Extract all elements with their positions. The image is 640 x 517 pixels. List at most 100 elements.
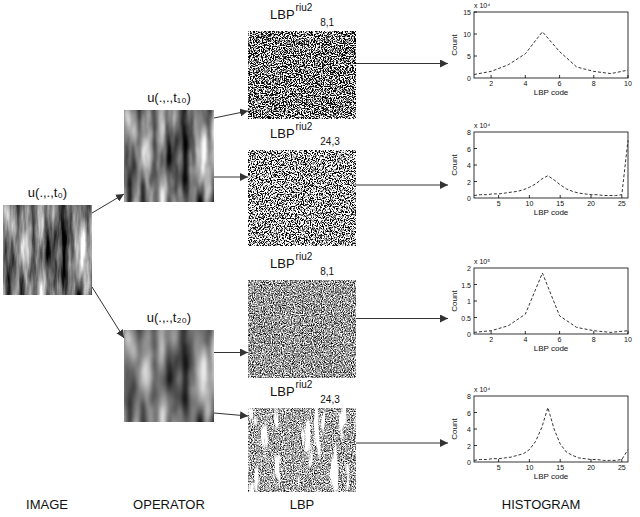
y-tick-label: 6	[467, 409, 471, 416]
y-tick-label: 2	[467, 178, 471, 185]
y-tick-label: 4	[467, 426, 471, 433]
histogram-panel: x 10⁴CountLBP code051015246810	[448, 2, 634, 102]
lbp-panel: LBPriu224,3	[248, 150, 356, 246]
column-label: IMAGE	[26, 498, 68, 511]
y-tick-label: 8	[467, 129, 471, 136]
x-tick-label: 10	[624, 336, 632, 343]
x-tick-label: 2	[489, 80, 493, 87]
axis-exponent: x 10⁴	[474, 122, 490, 129]
y-tick-label: 15	[463, 9, 471, 16]
image-panel: u(.,.,t₀)	[3, 205, 92, 295]
image-heading: u(.,.,t₀)	[28, 186, 67, 199]
column-label: HISTOGRAM	[502, 498, 581, 511]
axis-title: Count	[451, 290, 459, 311]
histogram-panel: x 10⁴ CountLBP code 0 2 4 6 8 5 10 15 20 25	[448, 122, 634, 222]
image-heading: u(.,.,t₂₀)	[147, 311, 191, 324]
axis-title: LBP code	[534, 89, 569, 97]
x-tick-label: 6	[558, 336, 562, 343]
column-label: OPERATOR	[133, 498, 205, 511]
x-tick-label: 5	[497, 464, 501, 471]
x-tick-label: 15	[556, 464, 564, 471]
operator-superscript: riu2	[296, 252, 313, 262]
operator-name: LBP	[270, 385, 295, 398]
x-tick-label: 25	[618, 464, 626, 471]
x-tick-label: 4	[523, 336, 527, 343]
y-tick-label: 2	[467, 442, 471, 449]
x-tick-label: 20	[587, 200, 595, 207]
axis-ticks	[474, 12, 628, 78]
lbp-panel: LBPriu28,1	[248, 31, 356, 119]
y-tick-label: 1	[467, 298, 471, 305]
lbp-map	[248, 280, 356, 378]
y-tick-label: 0	[467, 459, 471, 466]
axis-exponent: x 10⁴	[474, 386, 490, 393]
x-tick-label: 10	[624, 80, 632, 87]
flow-arrow	[214, 111, 248, 118]
x-tick-label: 4	[523, 80, 527, 87]
y-tick-label: 10	[463, 31, 471, 38]
operator-subscript: 8,1	[320, 18, 334, 28]
x-tick-label: 25	[618, 200, 626, 207]
y-tick-label: 2	[467, 265, 471, 272]
histogram-panel: x 10⁴CountLBP code02468510152025	[448, 386, 634, 486]
y-tick-label: 4	[467, 162, 471, 169]
lbp-map	[248, 408, 356, 492]
y-tick-label: 0	[467, 75, 471, 82]
y-tick-label: 6	[467, 145, 471, 152]
flow-arrow	[92, 194, 124, 213]
bark-smoothed	[124, 110, 214, 202]
flow-arrow	[356, 443, 448, 444]
axis-ticks	[474, 285, 628, 335]
operator-superscript: riu2	[296, 122, 313, 132]
y-tick-label: 0	[467, 331, 471, 338]
image-panel: u(.,.,t₂₀)	[124, 330, 214, 422]
operator-subscript: 24,3	[320, 137, 339, 147]
axis-title: LBP code	[534, 473, 569, 481]
histogram-frame	[474, 12, 628, 78]
x-tick-label: 10	[526, 464, 534, 471]
image-panel: u(.,.,t₁₀)	[124, 110, 214, 202]
flow-arrow	[356, 318, 448, 319]
axis-title: LBP code	[534, 345, 569, 353]
axis-ticks	[474, 149, 622, 199]
histogram-panel: x 10⁵CountLBP code00.511.52246810	[448, 258, 634, 358]
y-tick-label: 5	[467, 53, 471, 60]
x-tick-label: 5	[497, 200, 501, 207]
y-tick-label: 0	[467, 195, 471, 202]
image-heading: u(.,.,t₁₀)	[147, 91, 191, 104]
axis-exponent: x 10⁴	[474, 2, 490, 9]
x-tick-label: 2	[489, 336, 493, 343]
x-tick-label: 20	[587, 464, 595, 471]
lbp-panel: LBPriu224,3	[248, 408, 356, 492]
flow-arrow	[214, 352, 248, 353]
lbp-panel: LBPriu28,1	[248, 280, 356, 378]
histogram-curve	[474, 273, 628, 332]
y-tick-label: 1.5	[461, 281, 471, 288]
flow-arrow	[92, 287, 124, 338]
operator-subscript: 8,1	[320, 267, 334, 277]
lbp-map	[248, 31, 356, 119]
axis-title: LBP code	[534, 209, 569, 217]
histogram-curve	[474, 408, 628, 461]
flow-arrow	[214, 413, 248, 416]
axis-ticks	[474, 413, 622, 463]
histogram-curve	[474, 32, 628, 75]
axis-title: Count	[451, 154, 459, 175]
x-tick-label: 10	[526, 200, 534, 207]
operator-name: LBP	[270, 8, 295, 21]
x-tick-label: 8	[592, 336, 596, 343]
flow-arrow	[356, 185, 448, 186]
histogram-curve	[474, 140, 628, 195]
flow-arrow	[356, 63, 448, 64]
axis-title: Count	[451, 34, 459, 55]
operator-superscript: riu2	[296, 3, 313, 13]
flow-arrow	[214, 177, 248, 178]
histogram-frame	[474, 132, 628, 198]
axis-title: Count	[451, 418, 459, 439]
bark-photo	[3, 205, 92, 295]
x-tick-label: 8	[592, 80, 596, 87]
x-tick-label: 15	[556, 200, 564, 207]
column-label: LBP	[290, 498, 315, 511]
